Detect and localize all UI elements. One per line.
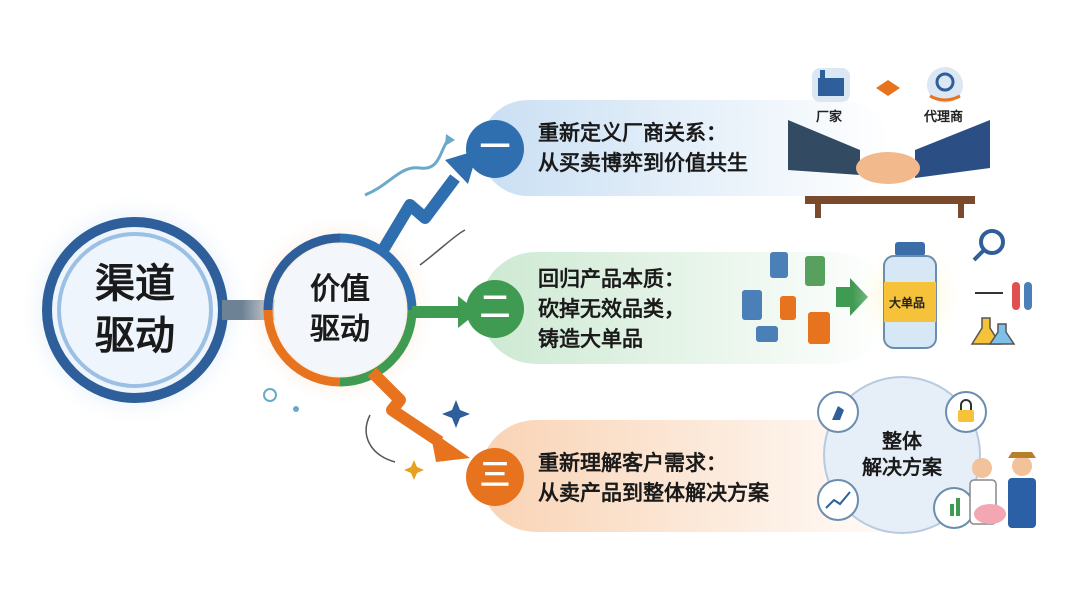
handshake-illustration (788, 67, 990, 218)
handshake-icon (876, 80, 900, 96)
hub-line-2: 驱动 (310, 312, 370, 347)
row-2-pill (480, 252, 890, 364)
row-3-line-1: 重新理解客户需求： (538, 451, 727, 475)
row-2-text: 回归产品本质： 砍掉无效品类， 铸造大单品 (538, 264, 685, 354)
agent-label: 代理商 (924, 110, 964, 125)
magnifier-icon (979, 229, 1005, 255)
factory-icon (818, 78, 844, 96)
row-2-line-1: 回归产品本质： (538, 267, 685, 291)
solution-circle-label: 整体 解决方案 (852, 428, 952, 480)
product-illustration (742, 229, 1032, 354)
row-2-number-badge: 二 (466, 280, 524, 338)
hub-line-1: 价值 (310, 272, 370, 307)
row-1-number-badge: 一 (466, 120, 524, 178)
row-2-line-3: 铸造大单品 (538, 327, 643, 351)
center-label: 渠道 驱动 (65, 258, 205, 362)
row-1-line-2: 从买卖博弈到价值共生 (538, 151, 748, 175)
solution-line-1: 整体 (882, 429, 922, 453)
row-3-number-badge: 三 (466, 448, 524, 506)
row-1-pill (480, 100, 890, 196)
solution-illustration (817, 376, 1036, 534)
row-3-text: 重新理解客户需求： 从卖产品到整体解决方案 (538, 448, 769, 508)
center-line-1: 渠道 (95, 261, 175, 307)
row-2-line-2: 砍掉无效品类， (538, 297, 685, 321)
test-tubes-icon (1012, 282, 1020, 310)
hub-label: 价值 驱动 (285, 270, 395, 350)
manufacturer-label: 厂家 (816, 110, 843, 125)
solution-line-2: 解决方案 (862, 455, 942, 479)
gear-hands-icon (927, 67, 963, 103)
center-line-2: 驱动 (95, 313, 175, 359)
row-3-line-2: 从卖产品到整体解决方案 (538, 481, 769, 505)
row-1-text: 重新定义厂商关系： 从买卖博弈到价值共生 (538, 118, 748, 178)
chart-icon (817, 479, 859, 521)
orange-arrow (367, 367, 444, 447)
row-1-line-1: 重新定义厂商关系： (538, 121, 727, 145)
bottle-label: 大单品 (889, 296, 926, 310)
blue-arrow (374, 174, 460, 259)
hub-circle (274, 244, 406, 376)
